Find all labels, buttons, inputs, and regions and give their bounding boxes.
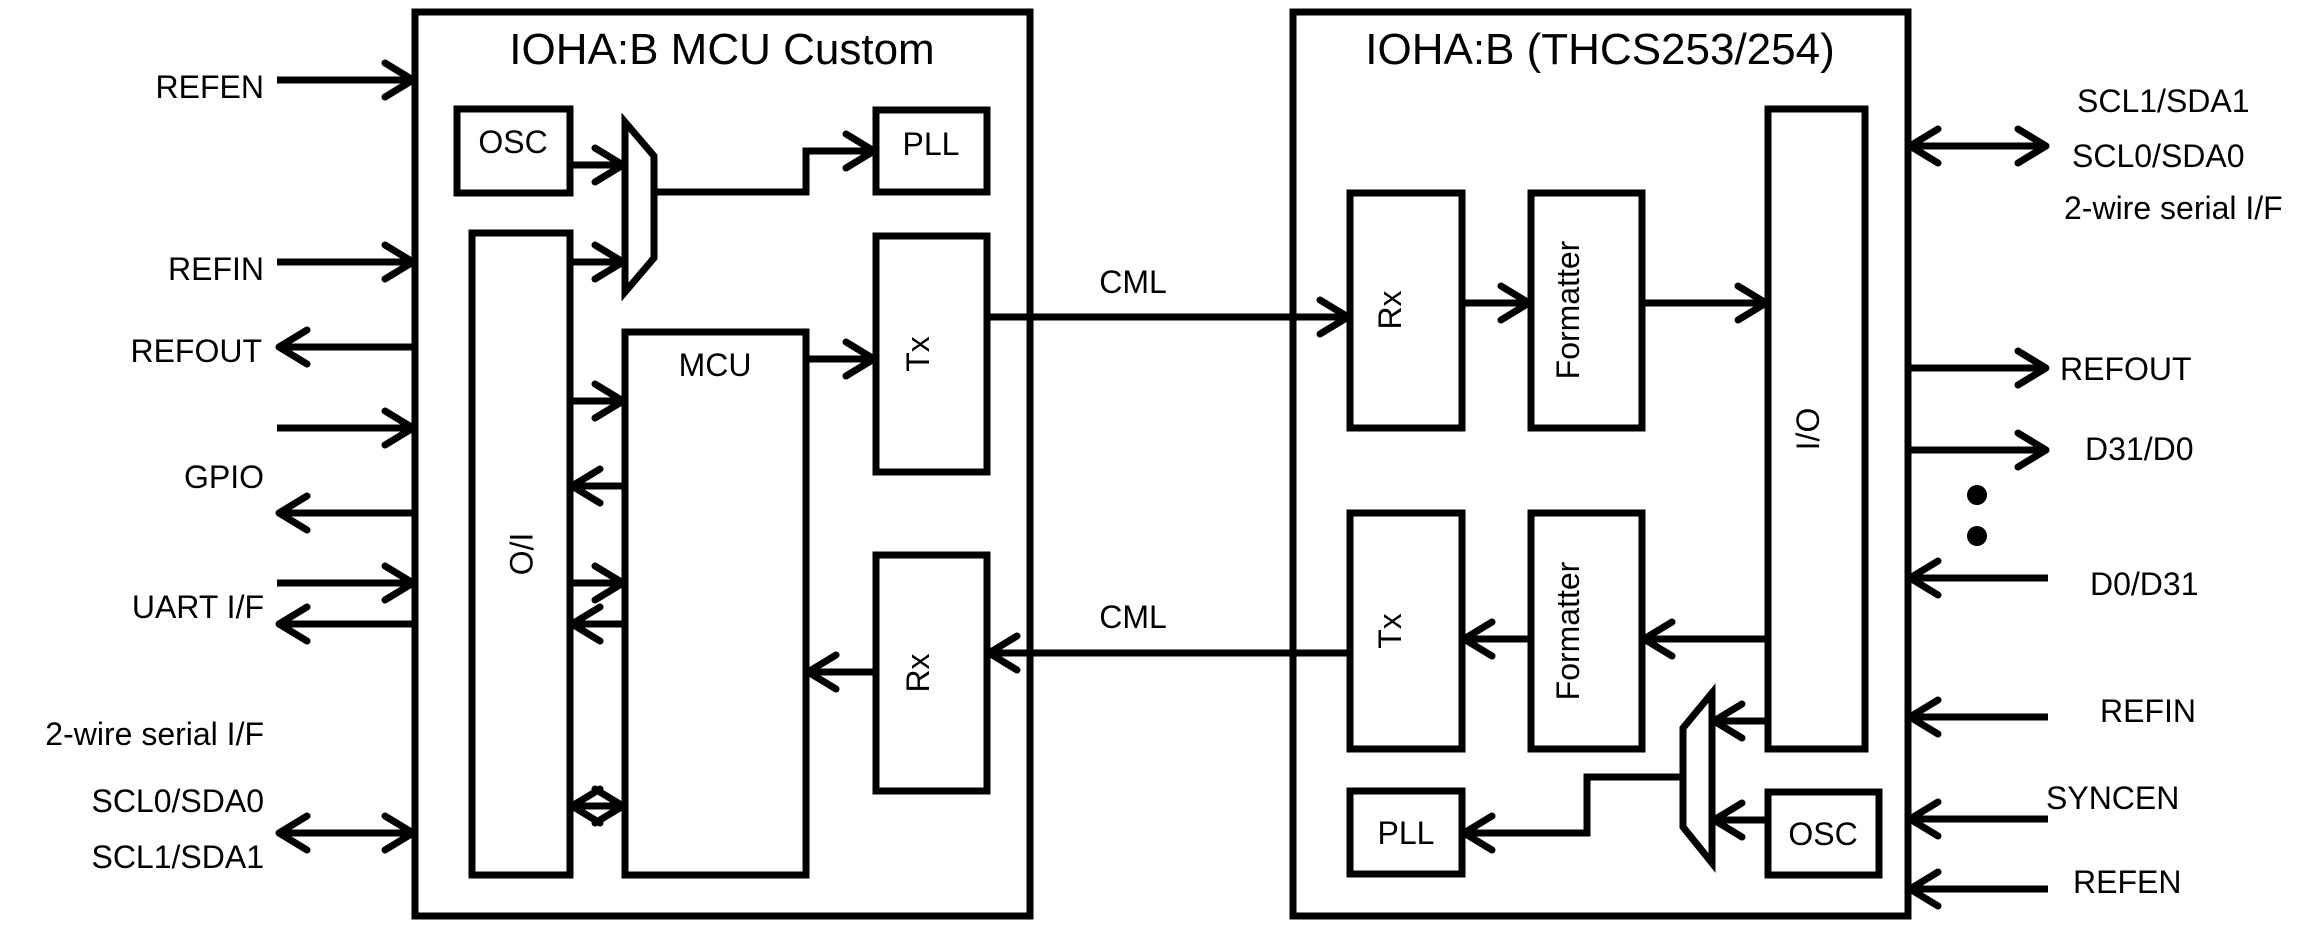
left-signal-gpio: GPIO bbox=[184, 459, 264, 495]
left-signal-refin: REFIN bbox=[168, 251, 264, 287]
left-io-label: I/O bbox=[503, 533, 539, 576]
right-signal-syncen: SYNCEN bbox=[2046, 780, 2179, 816]
right-signal-refen: REFEN bbox=[2073, 864, 2181, 900]
left-chip: IOHA:B MCU Custom OSC PLL I/O MCU Tx bbox=[45, 8, 1034, 920]
right-signal-refout: REFOUT bbox=[2060, 351, 2192, 387]
left-signal-uart: UART I/F bbox=[132, 589, 264, 625]
left-tx-block: Tx bbox=[872, 232, 991, 476]
left-external-signals: REFEN REFIN REFOUT GPIO UART I/F 2-wire … bbox=[45, 63, 415, 875]
left-osc-block: OSC bbox=[453, 105, 574, 197]
right-external-signals: SCL1/SDA1 SCL0/SDA0 2-wire serial I/F RE… bbox=[1908, 83, 2283, 906]
left-mcu-block: MCU bbox=[621, 328, 810, 879]
right-osc-block: OSC bbox=[1764, 788, 1883, 879]
left-mcu-label: MCU bbox=[679, 347, 752, 383]
left-internal-wires bbox=[570, 134, 876, 823]
ellipsis-dot-1 bbox=[1967, 485, 1987, 505]
right-chip-title: IOHA:B (THCS253/254) bbox=[1365, 25, 1835, 74]
right-signal-d0-d31: D0/D31 bbox=[2090, 566, 2199, 602]
cml-reverse-label: CML bbox=[1099, 599, 1167, 635]
right-rx-label: Rx bbox=[1372, 290, 1408, 329]
left-signal-refen: REFEN bbox=[156, 69, 264, 105]
left-osc-label: OSC bbox=[478, 124, 547, 160]
ellipsis-dot-2 bbox=[1967, 526, 1987, 546]
right-clock-mux bbox=[1679, 683, 1716, 873]
right-tx-block: Tx bbox=[1346, 509, 1466, 753]
right-chip-outline bbox=[1289, 8, 1912, 920]
right-io-block: I/O bbox=[1764, 105, 1869, 753]
left-signal-refout: REFOUT bbox=[130, 333, 262, 369]
right-signal-scl0: SCL0/SDA0 bbox=[2072, 138, 2245, 174]
right-signal-scl1: SCL1/SDA1 bbox=[2077, 83, 2250, 119]
right-signal-d31-d0: D31/D0 bbox=[2085, 431, 2194, 467]
left-chip-outline bbox=[411, 8, 1034, 920]
left-pll-label: PLL bbox=[903, 126, 960, 162]
left-signal-serial-if: 2-wire serial I/F bbox=[45, 716, 264, 752]
left-io-block: I/O bbox=[468, 229, 574, 879]
left-chip-title: IOHA:B MCU Custom bbox=[509, 25, 934, 74]
left-signal-scl1: SCL1/SDA1 bbox=[91, 839, 264, 875]
right-formatter-rx-block: Formatter bbox=[1527, 189, 1646, 432]
right-formatter-tx-block: Formatter bbox=[1527, 509, 1646, 753]
left-pll-block: PLL bbox=[872, 106, 991, 196]
right-pll-label: PLL bbox=[1378, 815, 1435, 851]
right-chip: IOHA:B (THCS253/254) Rx Formatter Tx For… bbox=[1289, 8, 2283, 920]
right-io-label: I/O bbox=[1790, 408, 1826, 451]
left-rx-block: Rx bbox=[872, 551, 991, 795]
right-formatter-tx-label: Formatter bbox=[1550, 561, 1586, 700]
right-internal-wires bbox=[1462, 286, 1768, 850]
right-pll-block: PLL bbox=[1346, 787, 1466, 878]
cml-forward-label: CML bbox=[1099, 264, 1167, 300]
left-tx-label: Tx bbox=[900, 336, 936, 372]
left-clock-mux bbox=[621, 112, 658, 302]
right-tx-label: Tx bbox=[1372, 613, 1408, 649]
right-osc-label: OSC bbox=[1788, 816, 1857, 852]
right-formatter-rx-label: Formatter bbox=[1550, 240, 1586, 379]
right-signal-serial-if: 2-wire serial I/F bbox=[2064, 190, 2283, 226]
right-rx-block: Rx bbox=[1346, 189, 1466, 432]
right-signal-refin: REFIN bbox=[2100, 693, 2196, 729]
left-rx-label: Rx bbox=[900, 653, 936, 692]
left-signal-scl0: SCL0/SDA0 bbox=[91, 783, 264, 819]
